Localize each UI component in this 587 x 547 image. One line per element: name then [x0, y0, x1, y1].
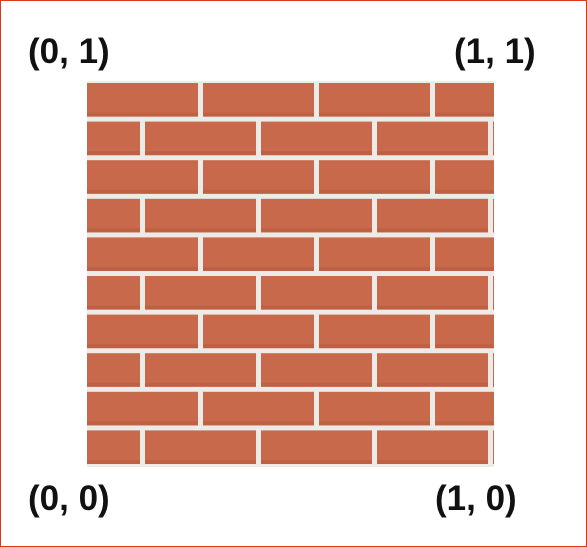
corner-label-top-right: (1, 1): [454, 32, 536, 71]
brick-shadow: [87, 421, 198, 426]
brick: [203, 391, 314, 426]
brick: [319, 391, 430, 426]
brick-shadow: [319, 112, 430, 117]
brick: [377, 276, 488, 310]
brick: [319, 160, 430, 194]
brick: [203, 83, 314, 117]
brick: [261, 276, 372, 310]
brick-shadow: [377, 228, 488, 233]
brick-shadow: [145, 228, 256, 233]
brick: [435, 237, 494, 271]
brick-shadow: [377, 382, 488, 387]
brick: [87, 237, 198, 271]
brick: [435, 160, 494, 194]
brick-shadow: [203, 189, 314, 194]
brick: [261, 353, 372, 387]
brick: [87, 391, 198, 426]
brick-shadow: [203, 421, 314, 426]
brick: [87, 160, 198, 194]
brick: [87, 353, 140, 387]
brick-shadow: [435, 344, 494, 349]
corner-label-bottom-right: (1, 0): [435, 479, 517, 518]
brick-shadow: [261, 228, 372, 233]
brick: [377, 430, 488, 464]
brick-shadow: [435, 112, 494, 117]
brick: [87, 121, 140, 156]
brick-shadow: [203, 112, 314, 117]
brick: [145, 121, 256, 156]
brick-shadow: [319, 189, 430, 194]
brick: [87, 314, 198, 349]
brick-shadow: [87, 228, 140, 233]
brick-shadow: [87, 382, 140, 387]
brick-shadow: [493, 460, 494, 464]
brick-shadow: [87, 189, 198, 194]
brick: [493, 353, 494, 387]
brick-shadow: [377, 460, 488, 464]
brick-shadow: [435, 267, 494, 271]
brick: [203, 160, 314, 194]
brick-shadow: [261, 460, 372, 464]
brick: [435, 83, 494, 117]
brick: [145, 353, 256, 387]
brick-shadow: [493, 382, 494, 387]
brick: [261, 198, 372, 233]
brick-shadow: [145, 460, 256, 464]
brick: [145, 276, 256, 310]
brick-shadow: [493, 151, 494, 156]
brick: [493, 430, 494, 464]
brick-shadow: [145, 151, 256, 156]
brick: [87, 83, 198, 117]
brick-shadow: [87, 460, 140, 464]
brick-shadow: [87, 112, 198, 117]
brick-shadow: [145, 305, 256, 310]
brick: [493, 121, 494, 156]
brick: [435, 391, 494, 426]
brick-texture: [87, 81, 494, 467]
brick: [203, 237, 314, 271]
brick: [493, 198, 494, 233]
brick-shadow: [435, 189, 494, 194]
brick-shadow: [435, 421, 494, 426]
brick: [377, 121, 488, 156]
brick-shadow: [87, 267, 198, 271]
brick: [145, 198, 256, 233]
brick-shadow: [319, 421, 430, 426]
brick-shadow: [319, 344, 430, 349]
brick-shadow: [203, 267, 314, 271]
brick: [435, 314, 494, 349]
brick: [493, 276, 494, 310]
brick-shadow: [319, 267, 430, 271]
brick: [87, 430, 140, 464]
brick-shadow: [261, 151, 372, 156]
brick-shadow: [377, 151, 488, 156]
brick-shadow: [493, 305, 494, 310]
brick-shadow: [377, 305, 488, 310]
brick: [319, 83, 430, 117]
brick-shadow: [261, 305, 372, 310]
brick: [87, 276, 140, 310]
corner-label-bottom-left: (0, 0): [28, 479, 110, 518]
brick-wall-image: [87, 81, 494, 467]
brick: [377, 198, 488, 233]
brick-shadow: [203, 344, 314, 349]
brick-shadow: [145, 382, 256, 387]
brick: [319, 314, 430, 349]
brick: [261, 121, 372, 156]
brick: [261, 430, 372, 464]
brick-shadow: [87, 344, 198, 349]
brick-shadow: [261, 382, 372, 387]
brick: [377, 353, 488, 387]
brick: [87, 198, 140, 233]
brick: [145, 430, 256, 464]
brick-shadow: [87, 151, 140, 156]
corner-label-top-left: (0, 1): [28, 32, 110, 71]
brick-shadow: [493, 228, 494, 233]
brick: [203, 314, 314, 349]
brick: [319, 237, 430, 271]
brick-shadow: [87, 305, 140, 310]
